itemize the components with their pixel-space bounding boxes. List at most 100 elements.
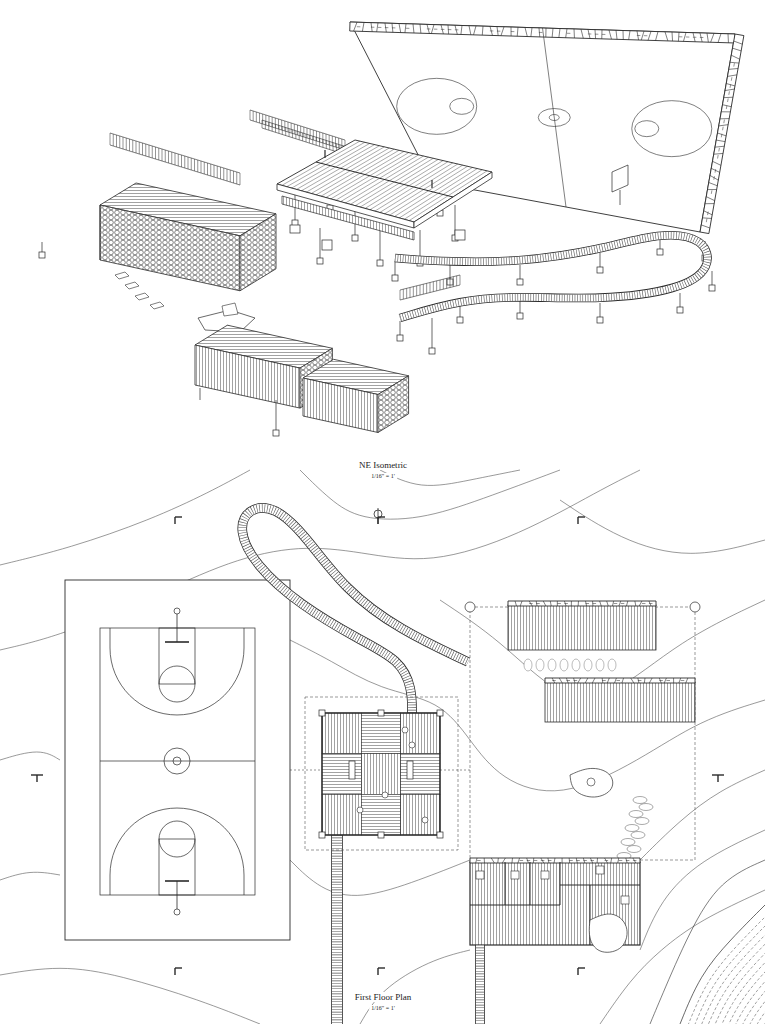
drawing-line (716, 140, 725, 142)
drawing-line (450, 278, 451, 288)
drawing-path (476, 945, 484, 1024)
drawing-path (440, 600, 765, 698)
drawing-line (550, 601, 552, 606)
drawing-path (0, 752, 60, 760)
drawing-path (125, 282, 139, 289)
drawing-line (602, 680, 606, 681)
drawing-line (554, 858, 556, 863)
drawing-line (686, 36, 690, 37)
drawing-path (378, 376, 409, 433)
drawing-line (578, 601, 579, 606)
drawing-line (441, 25, 443, 34)
drawing-path (290, 860, 470, 895)
drawing-ellipse (625, 825, 639, 832)
drawing-path (612, 165, 628, 192)
drawing-line (152, 146, 153, 158)
drawing-line (399, 169, 477, 218)
drawing-line (333, 143, 334, 151)
drawing-ellipse (631, 832, 645, 839)
drawing-line (664, 678, 666, 683)
drawing-path (395, 235, 708, 318)
drawing-line (574, 680, 578, 681)
drawing-line (539, 32, 543, 33)
drawing-line (593, 603, 597, 604)
drawing-line (619, 860, 623, 861)
drawing-rect (361, 794, 400, 835)
drawing-line (693, 37, 697, 38)
drawing-path (242, 508, 468, 713)
drawing-circle (587, 778, 595, 786)
drawing-rect (401, 713, 440, 754)
drawing-line (220, 167, 221, 179)
drawing-path (100, 205, 240, 291)
drawing-line (319, 138, 320, 146)
drawing-line (686, 678, 688, 683)
drawing-rect (319, 710, 325, 716)
drawing-circle (357, 807, 363, 813)
drawing-line (679, 678, 681, 683)
drawing-line (324, 150, 325, 158)
drawing-rect (397, 335, 403, 341)
drawing-rect (455, 230, 465, 240)
drawing-line (520, 860, 524, 861)
drawing-path (741, 955, 765, 1024)
drawing-line (557, 603, 561, 604)
drawing-line (253, 111, 254, 121)
drawing-line (175, 153, 176, 165)
drawing-line (607, 601, 609, 606)
drawing-line (559, 29, 560, 38)
drawing-line (541, 860, 545, 861)
drawing-line (713, 161, 721, 165)
drawing-path (331, 835, 343, 1024)
drawing-line (610, 858, 612, 863)
drawing-line (592, 678, 595, 683)
drawing-rect (596, 866, 604, 874)
drawing-line (649, 678, 652, 683)
drawing-line (404, 170, 482, 220)
drawing-line (223, 168, 224, 180)
drawing-line (139, 142, 140, 154)
drawing-line (721, 134, 723, 138)
drawing-line (518, 858, 520, 863)
drawing-line (378, 27, 382, 28)
drawing-line (712, 271, 713, 285)
drawing-line (287, 142, 365, 186)
drawing-line (552, 28, 554, 37)
drawing-circle (690, 602, 700, 612)
drawing-line (673, 678, 674, 683)
drawing-line (123, 137, 124, 149)
drawing-line (635, 601, 636, 606)
drawing-line (297, 125, 298, 135)
drawing-line (281, 120, 282, 130)
drawing-path (726, 943, 765, 1024)
drawing-line (126, 138, 127, 150)
drawing-line (731, 55, 739, 59)
drawing-line (335, 137, 336, 147)
drawing-line (714, 153, 723, 155)
drawing-path (476, 945, 484, 1024)
drawing-line (543, 28, 567, 207)
drawing-line (476, 858, 477, 863)
drawing-rect (437, 710, 443, 716)
drawing-path (0, 872, 60, 880)
drawing-line (409, 171, 487, 221)
drawing-line (706, 219, 708, 223)
drawing-line (132, 140, 133, 152)
drawing-rect (476, 871, 484, 879)
drawing-line (200, 388, 201, 400)
drawing-ellipse (633, 797, 647, 804)
drawing-line (302, 133, 303, 141)
drawing-line (316, 149, 394, 195)
drawing-line (236, 172, 237, 184)
drawing-line (292, 130, 293, 138)
drawing-line (560, 885, 640, 886)
drawing-path (545, 678, 695, 683)
drawing-line (710, 175, 718, 180)
drawing-ellipse (608, 659, 616, 671)
drawing-rect (349, 761, 355, 779)
drawing-ellipse (621, 839, 635, 846)
drawing-line (725, 89, 734, 90)
drawing-line (321, 150, 399, 196)
drawing-line (306, 147, 384, 192)
drawing-line (155, 147, 156, 159)
